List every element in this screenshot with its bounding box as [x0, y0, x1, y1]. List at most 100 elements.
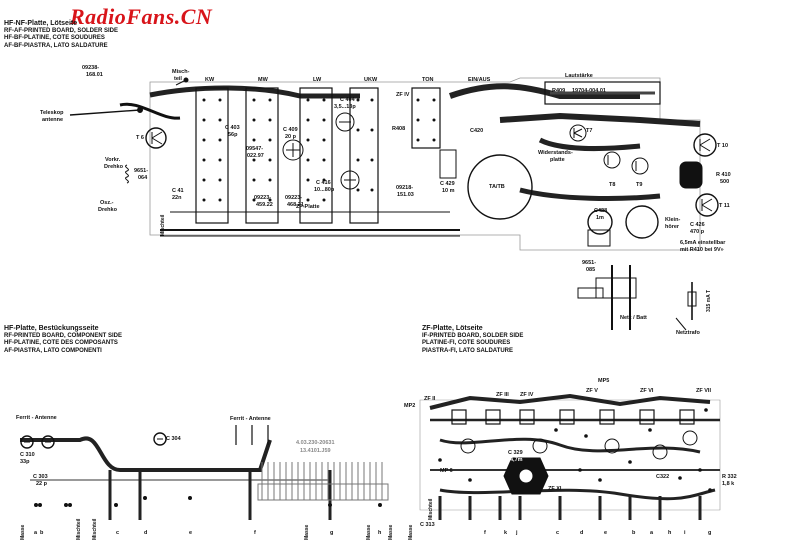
caption-line: HF-Platte, Bestückungsseite — [4, 325, 99, 332]
caption-line: RF-AF-PRINTED BOARD, SOLDER SIDE — [4, 27, 118, 34]
caption-line: AF-BF-PIASTRA, LATO SALDATURE — [4, 42, 108, 49]
zf-board — [419, 393, 721, 520]
label-drehko: Drehko — [104, 164, 123, 170]
label-t9: T9 — [636, 182, 643, 188]
label-zf-vi: ZF VI — [640, 388, 654, 394]
hf-nf-board — [69, 77, 719, 331]
pin-label-b: b — [40, 530, 44, 536]
pin-label-c: c — [116, 530, 120, 536]
label-netz: Netz / Batt — [620, 315, 647, 321]
label-part-168: 168.01 — [86, 72, 103, 78]
label-zf-platte: ZF-Platte — [296, 204, 320, 210]
zf-pin-h: h — [668, 530, 672, 536]
label-kleinhoerer: Klein- — [665, 217, 681, 223]
label-c303: C 303 — [33, 474, 48, 480]
label-r332v: 1,8 k — [722, 481, 735, 487]
label-c310v: 33p — [20, 459, 30, 465]
label-c416: C 416 — [316, 180, 331, 186]
label-t8: T8 — [609, 182, 616, 188]
label-mp6: MP 6 — [440, 468, 453, 474]
hf-board — [20, 425, 389, 520]
label-r423v: 459.22 — [256, 202, 273, 208]
label-masse-1: Masse — [20, 524, 26, 540]
caption-hf: HF-Platte, Bestückungsseite RF-PRINTED B… — [4, 325, 122, 355]
label-r423: 09223- — [254, 195, 272, 201]
caption-line: AF-PIASTRA, LATO COMPONENTI — [4, 347, 102, 354]
label-mischteil-hf: Mischteil — [76, 518, 82, 540]
label-c41: C 41 — [172, 188, 184, 194]
label-c41v: 22n — [172, 195, 182, 201]
label-r424v: 468.21 — [287, 202, 304, 208]
label-t7: T7 — [586, 128, 593, 134]
label-r9651b: 9651- — [134, 168, 149, 174]
label-mischteil-hf-2: Mischteil — [92, 518, 98, 540]
label-r410-val: 500 — [720, 179, 730, 185]
caption-line: HF-BF-PLATINE, COTE SOUDURES — [4, 35, 105, 41]
label-c416v: 10...80p — [314, 187, 335, 193]
label-c409: C 409 — [283, 127, 298, 133]
label-zf-iii: ZF III — [496, 392, 509, 398]
caption-line: HF-PLATINE, COTE DES COMPOSANTS — [4, 340, 118, 346]
zf-pin-g: g — [708, 530, 712, 536]
label-code-1: 4.03.230-20631 — [296, 440, 335, 446]
label-c426: C 426 — [690, 222, 705, 228]
label-r408: R408 — [392, 126, 406, 132]
label-zf-ii: ZF II — [424, 396, 436, 402]
label-c428: C428 — [594, 208, 608, 214]
label-r409: R409 — [552, 88, 566, 94]
label-r9651: 9651- — [582, 260, 597, 266]
label-c403: C 403 — [225, 125, 240, 131]
label-r332: R 332 — [722, 474, 737, 480]
pin-label-f: f — [254, 530, 256, 536]
label-c409v: 20 p — [285, 134, 297, 140]
label-code-2: 13.4101.J59 — [300, 448, 331, 454]
label-315ma: 315 mA T — [706, 289, 712, 312]
label-c329: C 329 — [508, 450, 523, 456]
label-c310: C 310 — [20, 452, 35, 458]
label-r9651bv: 064 — [138, 175, 148, 181]
pin-label-d: d — [144, 530, 148, 536]
label-vorkr: Vorkr. — [105, 157, 121, 163]
label-r9547: 09547- — [246, 146, 264, 152]
label-masse-zf: Masse — [408, 524, 414, 540]
label-ferrit-2: Ferrit - Antenne — [230, 416, 271, 422]
label-zf-vii: ZF VII — [696, 388, 711, 394]
label-c404v: 3,5...13p — [334, 104, 356, 110]
label-osz-drehko: Drehko — [98, 207, 117, 213]
label-c322: C322 — [656, 474, 670, 480]
label-zf-xi: ZF XI — [548, 486, 562, 492]
label-mp5: MP5 — [598, 378, 610, 384]
caption-line: PIASTRA-FI, LATO SALDATURE — [422, 347, 513, 354]
caption-line: PLATINE-FI, COTE SOUDURES — [422, 340, 511, 346]
label-masse-3: Masse — [366, 524, 372, 540]
pin-label-a: a — [34, 530, 38, 536]
watermark: RadioFans.CN — [70, 4, 213, 29]
label-mp2: MP2 — [404, 403, 416, 409]
caption-line: IF-PRINTED BOARD, SOLDER SIDE — [422, 332, 524, 339]
label-c420: C420 — [470, 128, 484, 134]
label-r424: 09223- — [285, 195, 303, 201]
pin-label-g: g — [330, 530, 334, 536]
label-c303v: 22 p — [36, 481, 48, 487]
label-c428v: 1m — [596, 215, 604, 221]
zf-pin-d: d — [580, 530, 584, 536]
label-r409-val: 19704-004.01 — [572, 88, 606, 94]
zf-pin-j: j — [516, 530, 518, 536]
label-c429: C 429 — [440, 181, 455, 187]
label-ferrit-1: Ferrit - Antenne — [16, 415, 57, 421]
label-netztrafo: Netztrafo — [676, 330, 700, 336]
label-t11: T 11 — [719, 203, 730, 209]
caption-line: HF-NF-Platte, Lötseite — [4, 20, 78, 27]
label-r9651v: 085 — [586, 267, 596, 273]
band-label-mw: MW — [258, 77, 268, 83]
label-widerstand: Widerstands- — [538, 150, 573, 156]
zf-pin-a: a — [650, 530, 654, 536]
pin-label-e: e — [189, 530, 193, 536]
caption-line: RF-PRINTED BOARD, COMPONENT SIDE — [4, 332, 123, 339]
label-zf-iv-bottom: ZF IV — [520, 392, 534, 398]
label-ma-2: mit R410 bei 9V» — [680, 247, 724, 253]
zf-pin-b: b — [632, 530, 636, 536]
label-zf-v: ZF V — [586, 388, 598, 394]
label-teleskop: Teleskop — [40, 110, 64, 116]
